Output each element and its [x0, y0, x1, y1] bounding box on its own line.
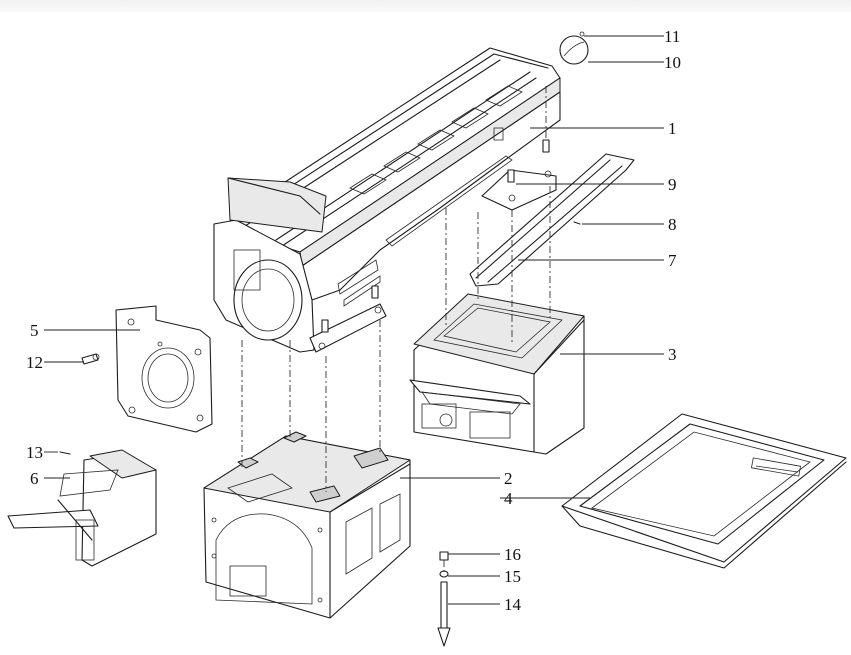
callout-16: 16: [504, 545, 521, 564]
part-5-motor-plate: [115, 305, 213, 433]
callout-leaders: [44, 35, 664, 605]
part-6-bracket: [7, 449, 157, 567]
part-3-saddle-block: [409, 293, 585, 455]
callout-1: 1: [668, 119, 677, 138]
callout-10: 10: [664, 53, 681, 72]
callout-15: 15: [504, 567, 521, 586]
part-13-screw: [59, 451, 71, 455]
callout-5: 5: [30, 321, 39, 340]
callout-6: 6: [30, 469, 39, 488]
callout-7: 7: [668, 251, 677, 270]
part-4-tray: [561, 413, 847, 569]
callout-9: 9: [668, 175, 677, 194]
part-2-lower-base: [203, 431, 411, 619]
callout-labels: 1 2 3 4 5 6 7 8 9 10 11 12 13 14 15 16: [26, 27, 681, 614]
callout-4: 4: [504, 489, 513, 508]
callout-2: 2: [504, 469, 513, 488]
part-14-16-rod-assembly: [437, 551, 451, 647]
part-11-pin: [579, 31, 585, 37]
callout-14: 14: [504, 595, 522, 614]
part-8-screw: [573, 221, 581, 225]
callout-3: 3: [668, 345, 677, 364]
viewer-top-strip: [0, 0, 851, 13]
callout-11: 11: [664, 27, 680, 46]
part-12-screw: [81, 353, 100, 365]
part-1-mounting-screws: [321, 139, 550, 333]
callout-8: 8: [668, 215, 677, 234]
part-10-cap: [559, 35, 589, 65]
part-9-cover-strip: [469, 153, 635, 287]
part-1-upper-frame: [213, 47, 561, 353]
callout-12: 12: [26, 353, 43, 372]
callout-13: 13: [26, 443, 43, 462]
assembly-centerlines: [241, 86, 551, 572]
